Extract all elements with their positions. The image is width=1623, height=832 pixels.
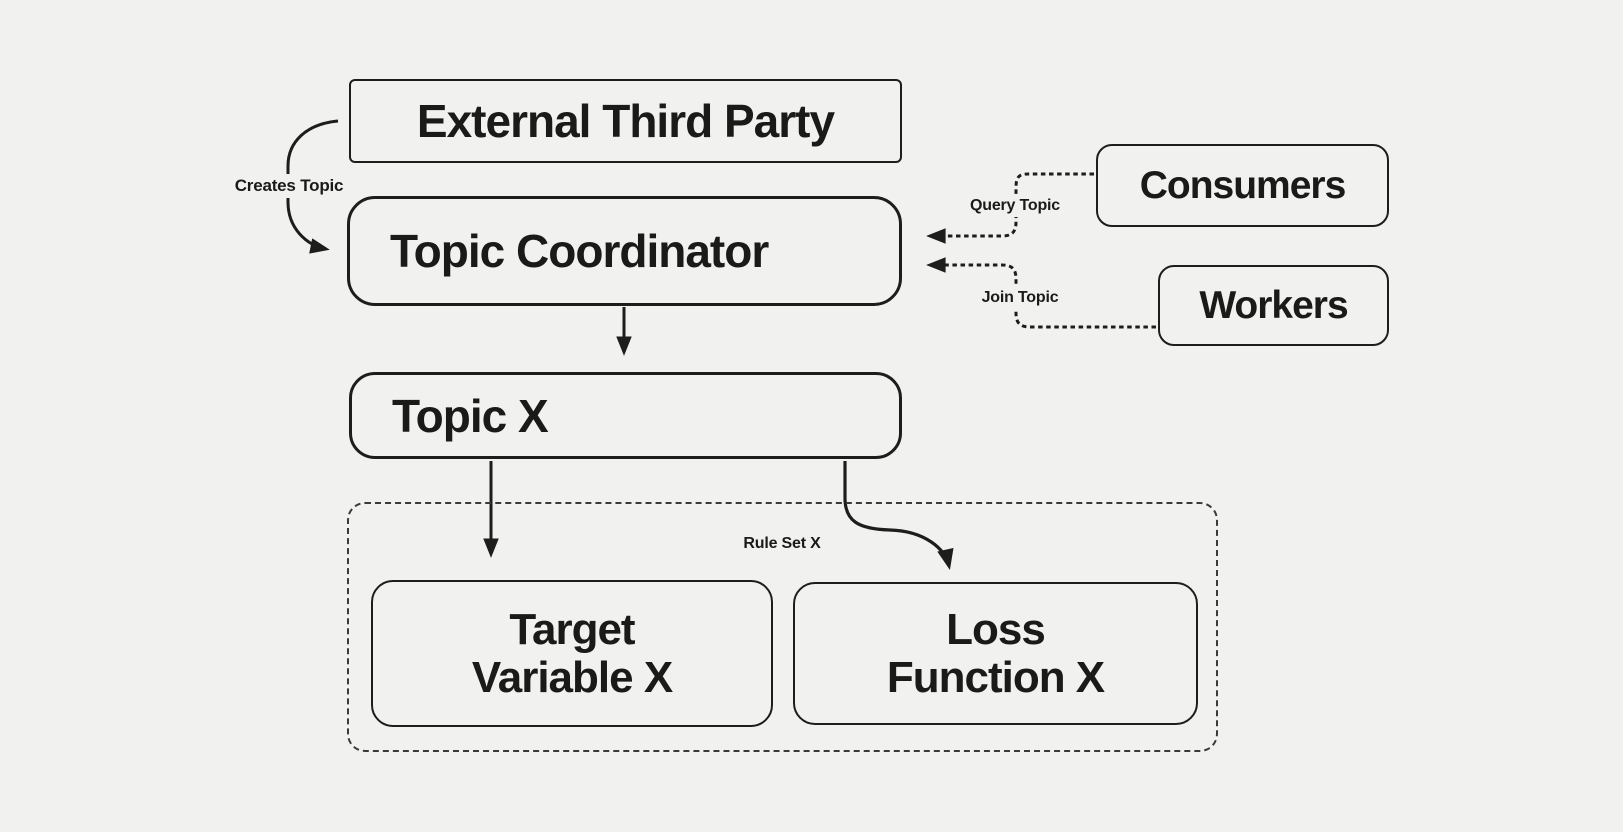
node-external-third-party: External Third Party — [349, 79, 902, 163]
target-variable-line1: Target — [509, 604, 635, 654]
node-topic-coordinator: Topic Coordinator — [347, 196, 902, 306]
loss-function-x-label: Loss Function X — [886, 604, 1105, 702]
loss-function-line2: Function X — [886, 652, 1105, 702]
node-loss-function-x: Loss Function X — [793, 582, 1198, 725]
creates-topic-label: Creates Topic — [229, 174, 349, 198]
node-workers: Workers — [1158, 265, 1389, 346]
query-topic-label: Query Topic — [965, 195, 1065, 217]
node-consumers: Consumers — [1096, 144, 1389, 227]
loss-function-line1: Loss — [946, 604, 1046, 654]
workers-label: Workers — [1199, 283, 1348, 327]
target-variable-line2: Variable X — [471, 652, 673, 702]
node-topic-x: Topic X — [349, 372, 902, 459]
target-variable-x-label: Target Variable X — [471, 604, 673, 702]
creates-topic-arrow — [286, 119, 339, 254]
rule-set-x-label: Rule Set X — [743, 535, 821, 552]
topic-coordinator-label: Topic Coordinator — [390, 225, 769, 277]
node-target-variable-x: Target Variable X — [371, 580, 773, 727]
topic-to-loss-arrow — [843, 461, 954, 571]
external-third-party-label: External Third Party — [416, 95, 835, 147]
rule-set-container — [347, 502, 1218, 752]
consumers-label: Consumers — [1139, 163, 1347, 207]
topic-x-label: Topic X — [392, 389, 549, 442]
query-topic-arrow — [926, 172, 1094, 244]
join-topic-label: Join Topic — [976, 287, 1064, 309]
